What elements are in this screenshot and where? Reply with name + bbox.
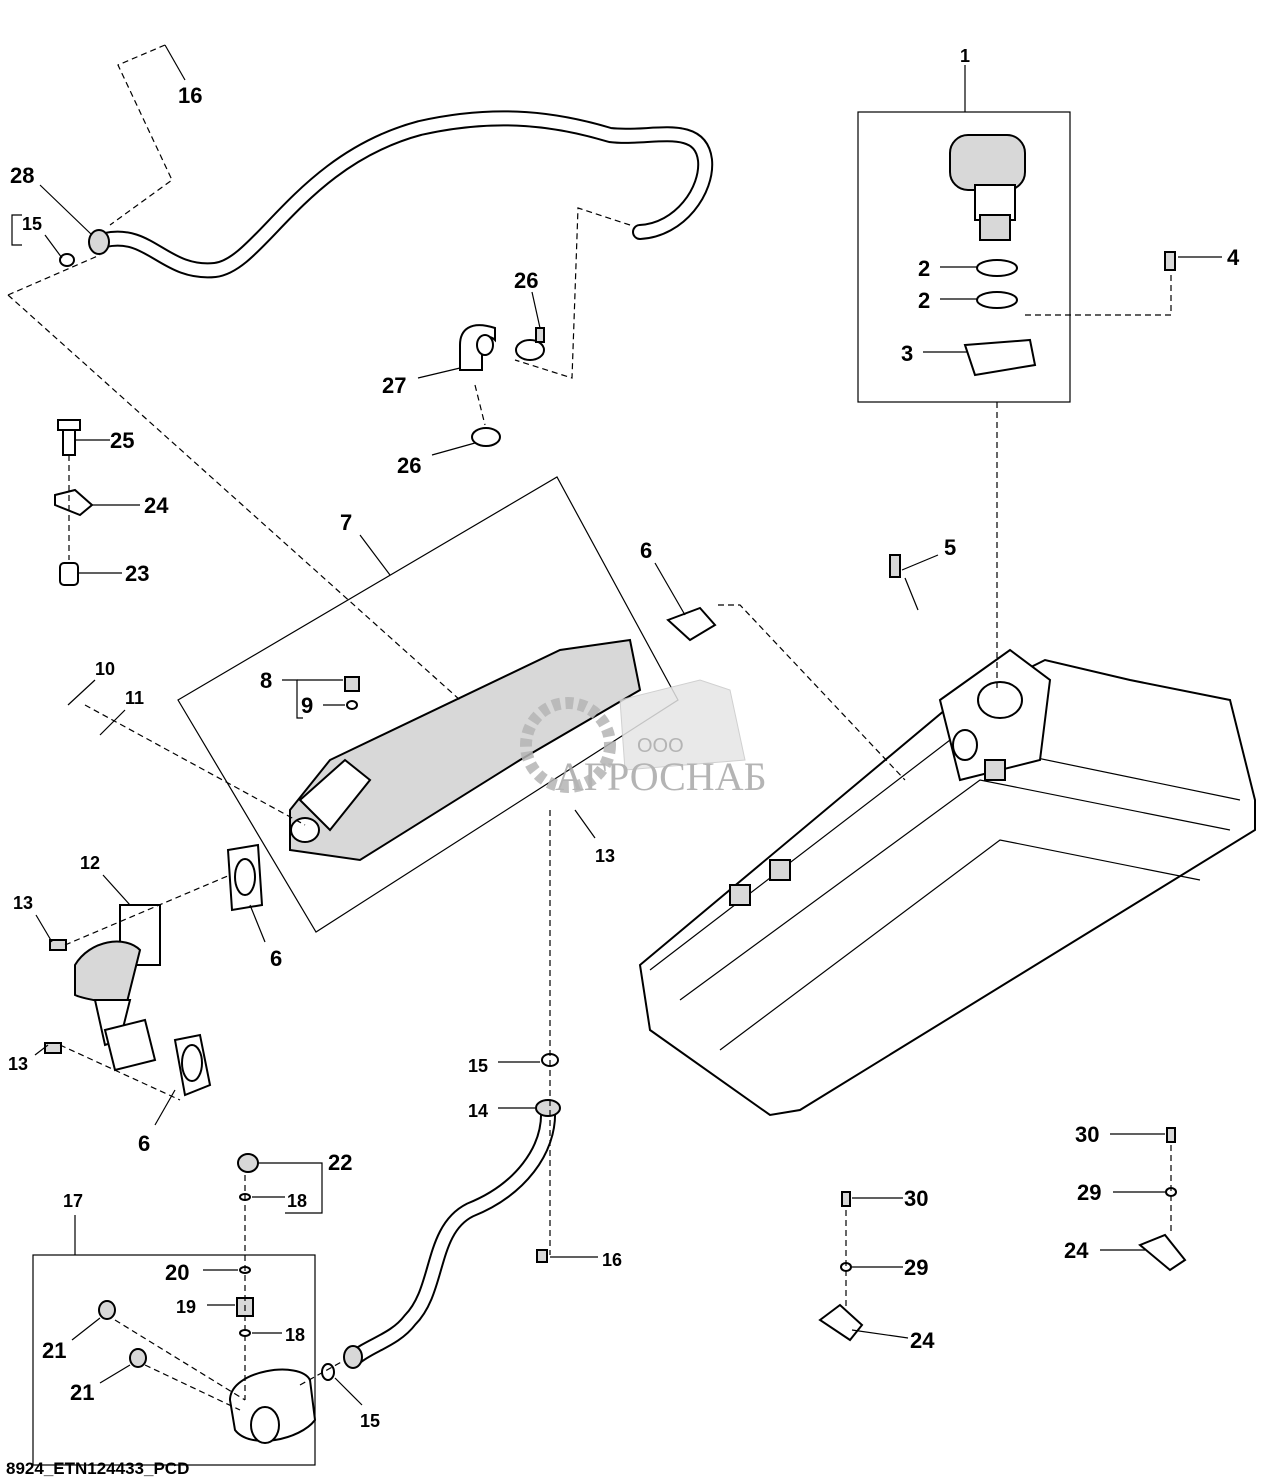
callout-15: 15	[468, 1056, 488, 1076]
callout-2: 2	[918, 256, 930, 281]
callout-20: 20	[165, 1260, 189, 1285]
callout-25: 25	[110, 428, 134, 453]
callout-24: 24	[144, 493, 169, 518]
callout-1: 1	[960, 46, 970, 66]
callout-6: 6	[270, 946, 282, 971]
callout-10: 10	[95, 659, 115, 679]
callout-29: 29	[1077, 1180, 1101, 1205]
intake-manifold	[638, 554, 1256, 1117]
callout-2: 2	[918, 288, 930, 313]
callout-29: 29	[904, 1255, 928, 1280]
watermark-name: АГРОСНАБ	[555, 754, 767, 799]
callout-3: 3	[901, 341, 913, 366]
callout-6: 6	[640, 538, 652, 563]
callout-16: 16	[602, 1250, 622, 1270]
hose-27	[459, 324, 545, 447]
callout-8: 8	[260, 668, 272, 693]
callout-30: 30	[1075, 1122, 1099, 1147]
assembly-lines	[7, 44, 1172, 1411]
callout-13: 13	[595, 846, 615, 866]
callout-23: 23	[125, 561, 149, 586]
callout-14: 14	[468, 1101, 488, 1121]
callout-17: 17	[63, 1191, 83, 1211]
callout-labels: 16 28 15 26 27 26 1 2 2 3 4 25 24 23 7 6…	[8, 46, 1240, 1431]
callout-26: 26	[397, 453, 421, 478]
callout-7: 7	[340, 510, 352, 535]
callout-26: 26	[514, 268, 538, 293]
callout-16: 16	[178, 83, 202, 108]
egr-pipe-lower	[321, 1053, 561, 1381]
elbow-fitting-17	[98, 1153, 548, 1444]
callout-12: 12	[80, 853, 100, 873]
watermark-prefix: ООО	[637, 735, 684, 757]
egr-pipe-upper	[59, 110, 714, 279]
callout-28: 28	[10, 163, 34, 188]
callout-11: 11	[125, 688, 144, 708]
callout-24: 24	[910, 1328, 935, 1353]
callout-15: 15	[22, 214, 42, 234]
egr-cooler	[226, 606, 717, 912]
callout-24: 24	[1064, 1238, 1089, 1263]
callout-6: 6	[138, 1131, 150, 1156]
callout-4: 4	[1227, 245, 1240, 270]
assembly-box-1	[857, 111, 1071, 403]
callout-15: 15	[360, 1411, 380, 1431]
callout-30: 30	[904, 1186, 928, 1211]
callout-19: 19	[176, 1297, 196, 1317]
flex-pipe-12	[44, 904, 212, 1097]
assembly-box-17	[32, 1254, 316, 1466]
callout-22: 22	[328, 1150, 352, 1175]
bracket-left	[54, 419, 94, 586]
watermark-logo: ООО АГРОСНАБ	[520, 679, 767, 799]
diagram-caption: 8924_ETN124433_PCD	[6, 1459, 189, 1478]
callout-21: 21	[42, 1338, 66, 1363]
callout-27: 27	[382, 373, 406, 398]
leader-lines	[11, 44, 1222, 1406]
callout-18: 18	[287, 1191, 307, 1211]
egr-valve	[949, 134, 1176, 377]
callout-13: 13	[8, 1054, 28, 1074]
clamps-right	[818, 1127, 1187, 1342]
callout-21: 21	[70, 1380, 94, 1405]
callout-13: 13	[13, 893, 33, 913]
callout-18: 18	[285, 1325, 305, 1345]
callout-9: 9	[301, 693, 313, 718]
callout-5: 5	[944, 535, 956, 560]
